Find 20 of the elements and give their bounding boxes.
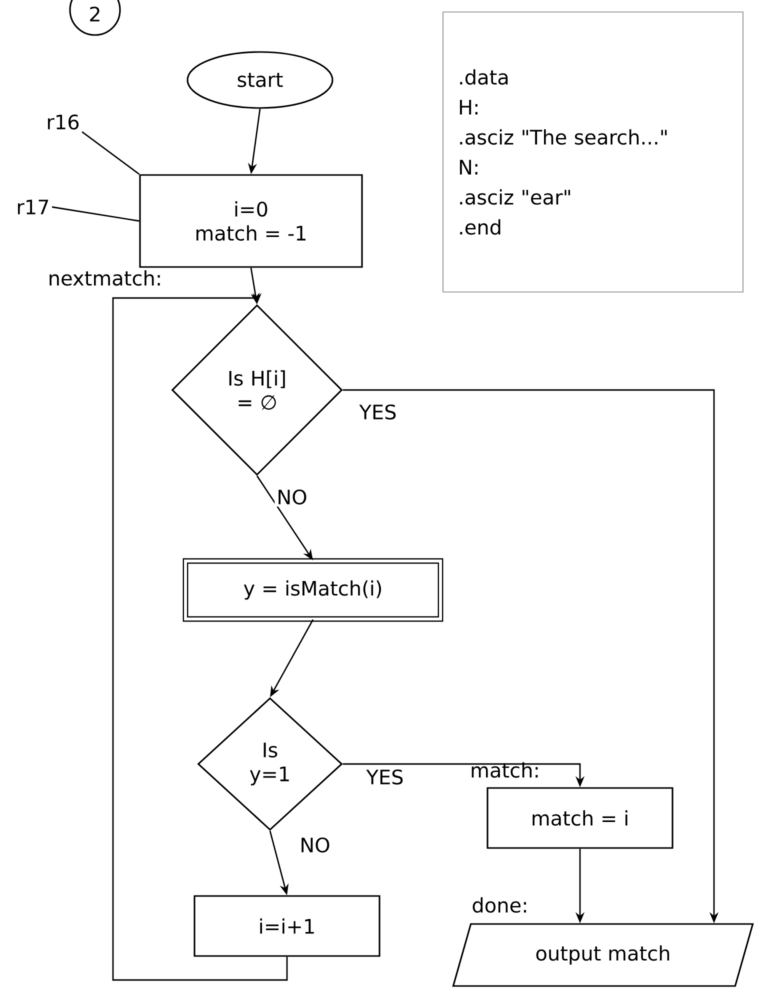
location-label: nextmatch: [50,270,160,286]
register-label: r16 [48,114,79,130]
edge-label: YES [357,402,399,422]
location-label: done: [472,897,526,913]
location-label: match: [472,762,538,778]
data-section-box: .data H: .asciz "The search..." N: .asciz "ear" .end [442,12,744,292]
leader-line [82,131,140,175]
start-oval: start [186,51,334,109]
subroutine-box: y = isMatch(i) [182,558,444,622]
process-box: i=i+1 [194,895,380,957]
edge-label: YES [364,767,406,787]
edge-label: NO [298,835,332,855]
process-box: i=0 match = -1 [139,174,363,268]
output-parallelogram: output match [452,923,754,987]
process-box: match = i [486,787,674,849]
leader-line [52,206,140,222]
arrow [112,293,288,981]
edge-label: NO [274,487,310,507]
circled-number: 2 [69,0,121,36]
register-label: r17 [18,200,48,214]
